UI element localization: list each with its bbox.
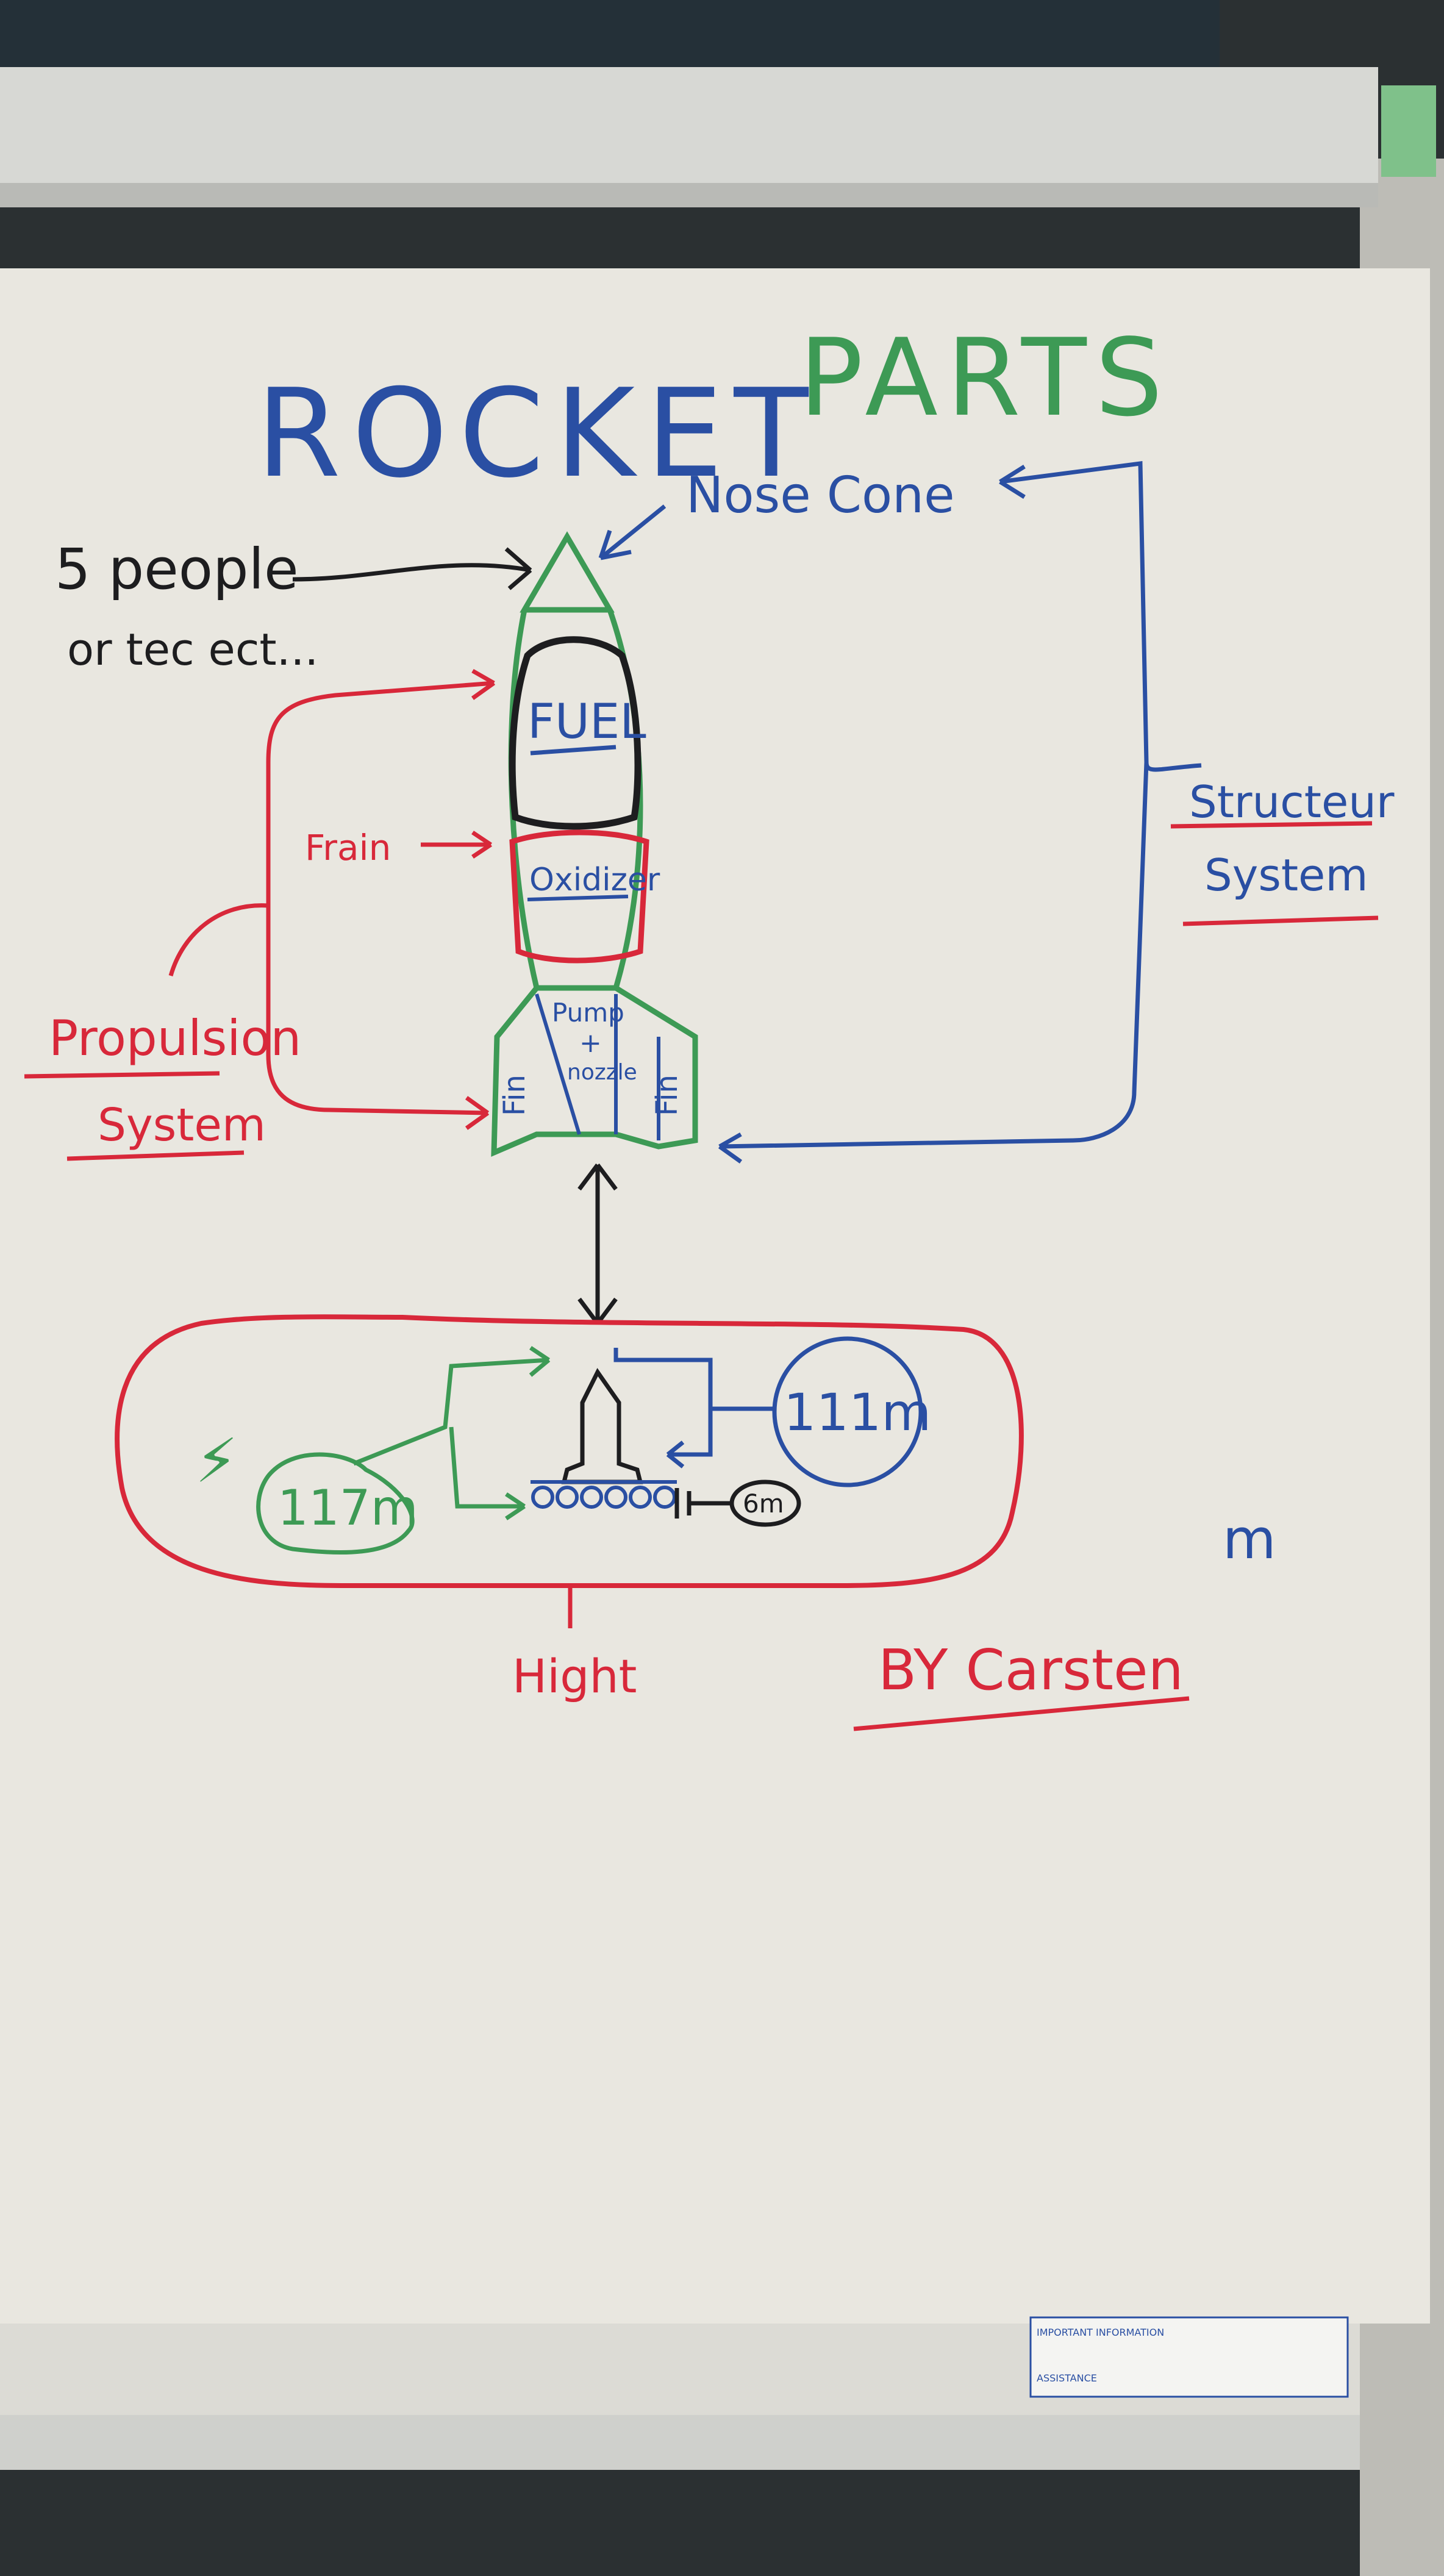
fin-right-label: Fin — [650, 1075, 684, 1116]
structure-bracket — [718, 461, 1202, 1164]
double-arrow — [577, 1163, 618, 1325]
oxidizer-underline — [527, 895, 629, 901]
frain-label: Frain — [305, 827, 391, 868]
propulsion-label-2: System — [98, 1099, 266, 1151]
people-arrow — [292, 563, 531, 582]
pump-label-3: nozzle — [567, 1060, 637, 1085]
oxidizer-tank — [509, 829, 649, 964]
pump-label-1: Pump — [552, 998, 624, 1028]
mass-right-circle — [772, 1336, 923, 1487]
structure-label-1: Structeur — [1189, 776, 1395, 828]
blue-connectors — [613, 1348, 774, 1469]
label-line2: ASSISTANCE — [1037, 2372, 1097, 2384]
label-sticker: IMPORTANT INFORMATION ASSISTANCE — [1029, 2316, 1349, 2398]
nose-cone-arrow — [599, 504, 667, 560]
propulsion-underline — [24, 1071, 220, 1079]
black-connectors — [674, 1488, 732, 1519]
structure-underline-2 — [1182, 915, 1379, 926]
hight-label: Hight — [512, 1649, 637, 1703]
crossed-symbol: ⚡ — [195, 1425, 238, 1497]
mass-left-blob — [256, 1452, 415, 1555]
fuel-underline — [530, 745, 617, 756]
bottom-rail — [0, 2415, 1360, 2470]
rocket-drawing — [491, 531, 698, 1157]
fin-left-label: Fin — [498, 1075, 532, 1116]
people-line2: or tec ect... — [67, 624, 318, 675]
mass-small-label: 6m — [743, 1489, 784, 1519]
title-rocket: ROCKET — [256, 363, 820, 505]
tape-piece — [1381, 85, 1436, 177]
structure-label-2: System — [1204, 850, 1368, 901]
propulsion-bracket — [168, 668, 496, 1130]
propulsion-underline-2 — [66, 1150, 245, 1161]
propulsion-label-1: Propulsion — [49, 1010, 301, 1067]
fuel-label: FUEL — [527, 695, 646, 750]
people-line1: 5 people — [55, 537, 299, 602]
signature-underline — [853, 1696, 1190, 1731]
mass-left-label: 117m — [277, 1479, 418, 1536]
fuel-tank — [509, 636, 642, 830]
top-rail-shadow — [0, 183, 1378, 207]
structure-underline-1 — [1170, 821, 1373, 829]
people-arrowhead — [504, 547, 532, 590]
signature-label: BY Carsten — [878, 1637, 1184, 1703]
pad-wheels — [531, 1480, 677, 1509]
nozzle-lines — [535, 993, 660, 1140]
rocket-nose — [520, 531, 615, 613]
initial-mark: m — [1223, 1508, 1276, 1572]
paper-sheet — [0, 268, 1430, 2324]
mass-right-label: 111m — [784, 1383, 931, 1442]
window-blinds — [0, 0, 1220, 79]
nose-cone-label: Nose Cone — [686, 467, 955, 524]
oxidizer-label: Oxidizer — [529, 862, 660, 898]
title-parts: PARTS — [799, 317, 1171, 440]
nose-cone-arrowhead — [598, 529, 632, 560]
label-line1: IMPORTANT INFORMATION — [1037, 2327, 1164, 2338]
pump-label-2: + — [579, 1028, 602, 1059]
launch-capsule — [115, 1314, 1024, 1588]
green-arrows — [352, 1346, 551, 1520]
